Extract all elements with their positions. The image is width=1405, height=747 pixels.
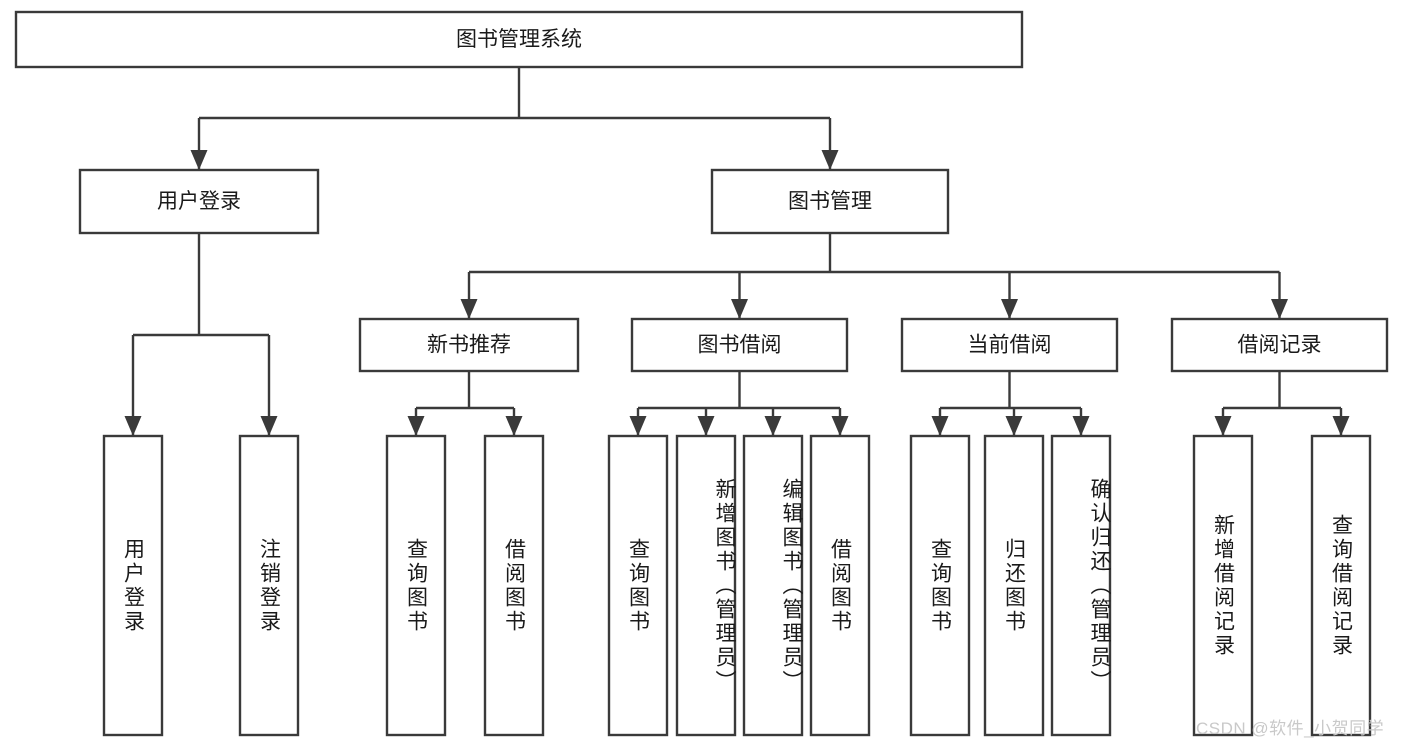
arrow-leaf-user-login bbox=[124, 416, 142, 436]
node-leaf-add-borrow-record[interactable] bbox=[1192, 434, 1254, 737]
node-book-borrow[interactable]: 图书借阅 bbox=[630, 317, 849, 373]
arrow-leaf-query-borrow-record bbox=[1332, 416, 1350, 436]
node-box-leaf-query-book-2[interactable] bbox=[607, 434, 669, 737]
node-box-leaf-query-borrow-record[interactable] bbox=[1310, 434, 1372, 737]
node-leaf-user-login[interactable] bbox=[102, 434, 164, 737]
node-label-book-borrow: 图书借阅 bbox=[698, 334, 782, 357]
arrow-leaf-borrow-book-2 bbox=[831, 416, 849, 436]
node-leaf-add-book[interactable] bbox=[675, 434, 737, 737]
node-borrow-record[interactable]: 借阅记录 bbox=[1170, 317, 1389, 373]
node-leaf-query-book-3[interactable] bbox=[909, 434, 971, 737]
node-box-leaf-user-login[interactable] bbox=[102, 434, 164, 737]
node-label-root: 图书管理系统 bbox=[456, 28, 582, 51]
node-box-leaf-add-borrow-record[interactable] bbox=[1192, 434, 1254, 737]
connectors-layer bbox=[124, 67, 1350, 436]
node-box-leaf-edit-book[interactable] bbox=[742, 434, 804, 737]
arrow-leaf-query-book-1 bbox=[407, 416, 425, 436]
node-box-leaf-borrow-book-1[interactable] bbox=[483, 434, 545, 737]
node-new-book-recommend[interactable]: 新书推荐 bbox=[358, 317, 580, 373]
node-leaf-query-borrow-record[interactable] bbox=[1310, 434, 1372, 737]
node-box-borrow-record[interactable] bbox=[1170, 317, 1389, 373]
node-book-manage[interactable]: 图书管理 bbox=[710, 168, 950, 235]
arrow-leaf-return-book bbox=[1005, 416, 1023, 436]
arrow-user-login bbox=[190, 150, 208, 170]
arrow-current-borrow bbox=[1001, 299, 1018, 319]
node-box-leaf-user-logout[interactable] bbox=[238, 434, 300, 737]
arrow-leaf-query-book-3 bbox=[931, 416, 949, 436]
node-leaf-query-book-2[interactable] bbox=[607, 434, 669, 737]
arrow-leaf-confirm-return bbox=[1072, 416, 1090, 436]
node-leaf-query-book-1[interactable] bbox=[385, 434, 447, 737]
node-leaf-user-logout[interactable] bbox=[238, 434, 300, 737]
arrow-leaf-user-logout bbox=[260, 416, 278, 436]
node-box-leaf-borrow-book-2[interactable] bbox=[809, 434, 871, 737]
node-box-current-borrow[interactable] bbox=[900, 317, 1119, 373]
arrow-leaf-query-book-2 bbox=[629, 416, 647, 436]
node-box-new-book-recommend[interactable] bbox=[358, 317, 580, 373]
arrow-new-book-recommend bbox=[460, 299, 478, 319]
node-box-leaf-add-book[interactable] bbox=[675, 434, 737, 737]
node-leaf-return-book[interactable] bbox=[983, 434, 1045, 737]
node-label-new-book-recommend: 新书推荐 bbox=[427, 334, 511, 357]
arrow-book-borrow bbox=[731, 299, 748, 319]
node-box-leaf-return-book[interactable] bbox=[983, 434, 1045, 737]
node-box-book-borrow[interactable] bbox=[630, 317, 849, 373]
node-box-leaf-query-book-3[interactable] bbox=[909, 434, 971, 737]
arrow-leaf-edit-book bbox=[764, 416, 782, 436]
node-box-leaf-query-book-1[interactable] bbox=[385, 434, 447, 737]
arrow-leaf-add-book bbox=[697, 416, 715, 436]
node-leaf-borrow-book-2[interactable] bbox=[809, 434, 871, 737]
node-label-current-borrow: 当前借阅 bbox=[968, 334, 1052, 357]
node-leaf-confirm-return[interactable] bbox=[1050, 434, 1112, 737]
node-leaf-borrow-book-1[interactable] bbox=[483, 434, 545, 737]
node-label-user-login: 用户登录 bbox=[157, 190, 241, 213]
csdn-watermark: CSDN @软件_小贺同学 bbox=[1196, 719, 1385, 738]
node-root[interactable]: 图书管理系统 bbox=[14, 10, 1024, 69]
node-leaf-edit-book[interactable] bbox=[742, 434, 804, 737]
node-current-borrow[interactable]: 当前借阅 bbox=[900, 317, 1119, 373]
node-label-book-manage: 图书管理 bbox=[788, 190, 872, 213]
node-box-root[interactable] bbox=[14, 10, 1024, 69]
node-user-login[interactable]: 用户登录 bbox=[78, 168, 320, 235]
node-box-user-login[interactable] bbox=[78, 168, 320, 235]
arrow-leaf-borrow-book-1 bbox=[505, 416, 523, 436]
arrow-leaf-add-borrow-record bbox=[1214, 416, 1232, 436]
node-box-book-manage[interactable] bbox=[710, 168, 950, 235]
arrow-book-manage bbox=[821, 150, 839, 170]
arrow-borrow-record bbox=[1271, 299, 1288, 319]
node-label-borrow-record: 借阅记录 bbox=[1238, 334, 1322, 357]
node-box-leaf-confirm-return[interactable] bbox=[1050, 434, 1112, 737]
